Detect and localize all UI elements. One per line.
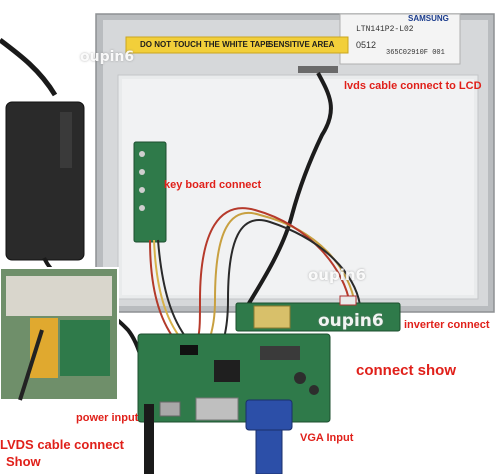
label-lvds-to-lcd: lvds cable connect to LCD xyxy=(344,80,482,92)
label-lvds-show-line1: LVDS cable connect xyxy=(0,437,125,452)
panel-lvds-connector xyxy=(298,66,338,73)
panel-warning-text: DO NOT TOUCH THE WHITE TAPE xyxy=(140,40,271,49)
panel-model: LTN141P2-L02 xyxy=(356,25,414,34)
warning-tape xyxy=(125,36,349,54)
label-power-input: power input xyxy=(76,412,139,424)
label-inverter-connect: inverter connect xyxy=(404,319,490,331)
watermark-mid: oupin6 xyxy=(308,266,366,284)
inverter-wires xyxy=(197,207,361,339)
watermark-top: oupin6 xyxy=(80,49,135,65)
controller-board xyxy=(137,333,331,423)
label-lvds-show-line2: Show xyxy=(6,454,41,469)
panel-brand: SAMSUNG xyxy=(408,14,449,23)
watermark-inverter: oupin6 xyxy=(318,311,384,331)
inverter-board xyxy=(235,295,401,332)
label-vga-input: VGA Input xyxy=(300,432,354,444)
keyboard-wires xyxy=(149,239,189,341)
power-cable-plug xyxy=(144,404,154,474)
panel-sensitive-text: SENSITIVE AREA xyxy=(268,40,335,49)
vga-connector xyxy=(245,399,293,474)
keyboard-board xyxy=(133,141,167,243)
panel-serial: 365C02910F 001 xyxy=(386,49,445,57)
inset-photo xyxy=(0,267,119,401)
label-keyboard-connect: key board connect xyxy=(164,179,262,191)
lvds-cable xyxy=(238,72,333,320)
label-connect-show: connect show xyxy=(356,362,457,379)
panel-code: 0512 xyxy=(356,40,377,50)
panel-sticker xyxy=(339,13,461,65)
